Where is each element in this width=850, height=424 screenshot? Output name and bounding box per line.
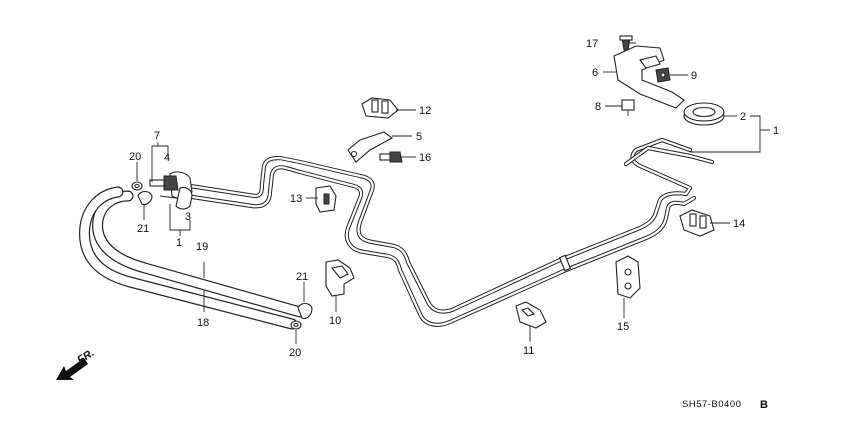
callout-12: 12	[419, 105, 431, 117]
callout-9: 9	[691, 70, 697, 82]
callout-6: 6	[592, 67, 598, 79]
callout-16: 16	[419, 152, 431, 164]
callout-8: 8	[595, 101, 601, 113]
bolt-8	[621, 99, 635, 116]
bracket-6	[613, 45, 685, 109]
clamp-21-lower	[297, 302, 313, 320]
callout-20-upper: 20	[129, 151, 141, 163]
nut-9	[655, 67, 671, 83]
fuel-hose-assembly	[79, 186, 306, 330]
drawing-code-number: SH57-B0400	[682, 399, 741, 410]
callout-19: 19	[196, 241, 208, 253]
callout-18: 18	[197, 317, 209, 329]
bracket-5	[347, 131, 394, 163]
callout-1-right: 1	[773, 125, 779, 137]
clip-10	[325, 259, 355, 297]
drawing-code-suffix: B	[760, 399, 768, 411]
callout-2: 2	[740, 111, 746, 123]
front-direction-indicator: FR.	[56, 347, 97, 380]
callout-13: 13	[290, 193, 302, 205]
callout-7: 7	[154, 130, 160, 142]
clip-12	[361, 97, 399, 119]
callout-21-upper: 21	[137, 223, 149, 235]
drawing-code: SH57-B0400 B	[682, 399, 768, 411]
front-arrow-icon	[56, 358, 88, 380]
clip-15	[615, 255, 641, 299]
bolt-16	[379, 151, 403, 163]
clip-11	[515, 301, 547, 329]
callout-5: 5	[416, 131, 422, 143]
leader-lines	[136, 42, 770, 344]
fuel-line-joint-4	[149, 175, 179, 191]
callout-1-left: 1	[176, 237, 182, 249]
callout-3: 3	[185, 211, 191, 223]
clamp-20-upper	[131, 181, 143, 191]
callout-10: 10	[329, 315, 341, 327]
clamp-21-upper	[137, 190, 153, 206]
callout-21-lower: 21	[296, 271, 308, 283]
callout-14: 14	[733, 218, 745, 230]
callout-17: 17	[586, 38, 598, 50]
callout-11: 11	[523, 345, 534, 357]
fuel-lines	[183, 137, 715, 327]
callout-20-lower: 20	[289, 347, 301, 359]
clip-14	[679, 209, 715, 237]
grommet-2	[683, 102, 725, 126]
callout-labels: 17 6 9 8 2 1 12 5 16 13 14 15 11 10 21 2…	[129, 38, 779, 359]
clip-13	[315, 185, 337, 213]
bolt-17	[619, 35, 633, 51]
callout-15: 15	[617, 321, 629, 333]
callout-4: 4	[164, 152, 170, 164]
clamp-20-lower	[290, 320, 302, 330]
